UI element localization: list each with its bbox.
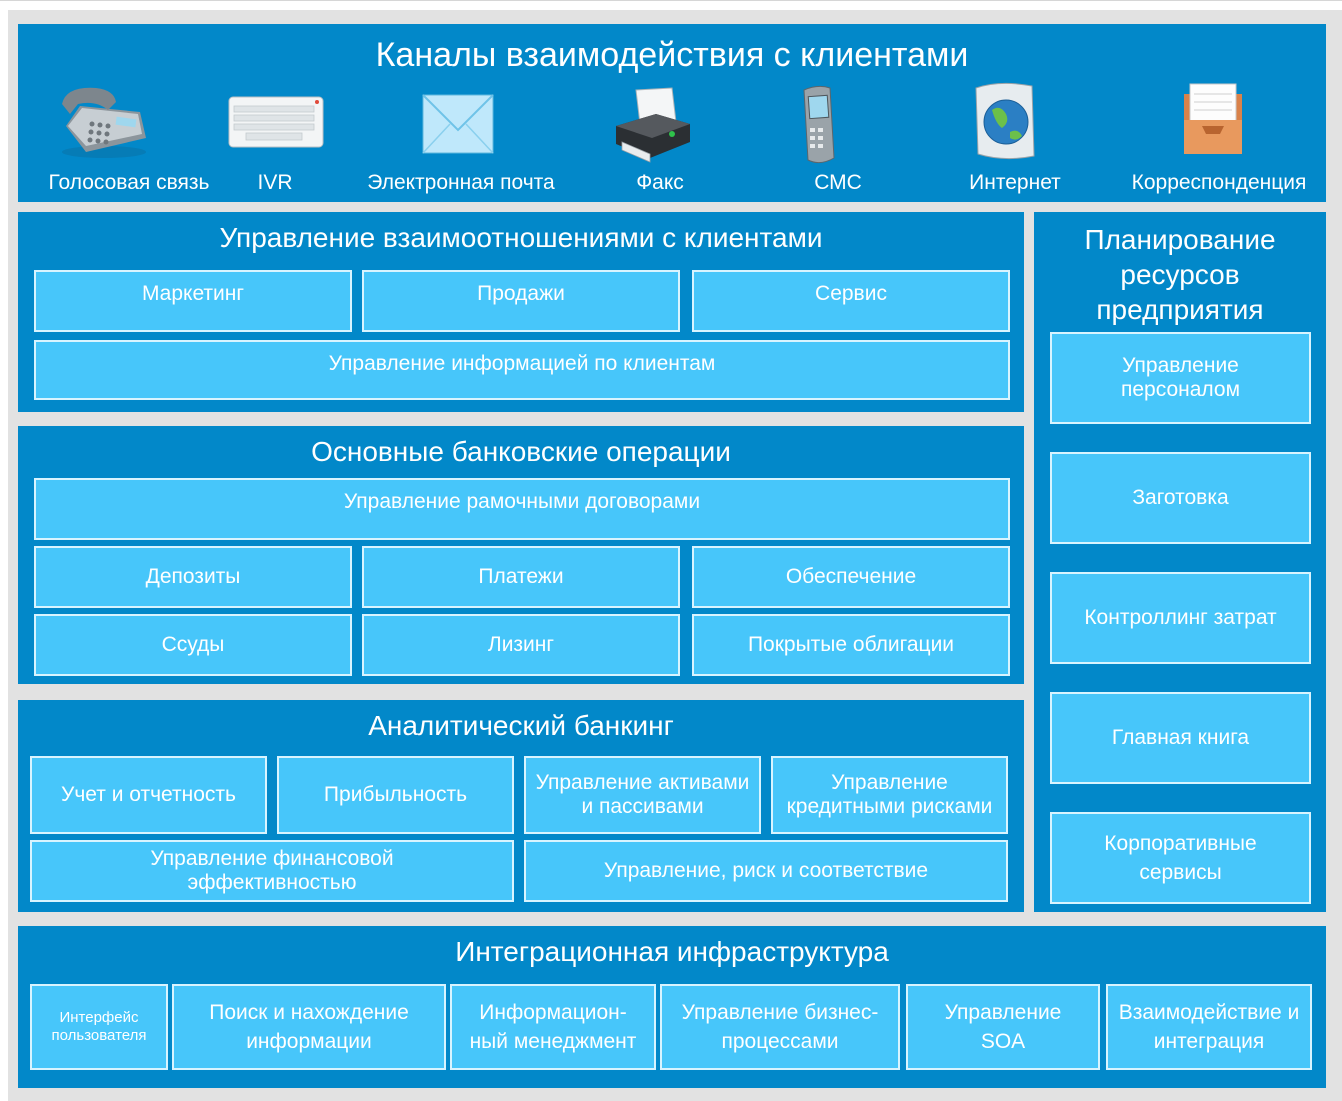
channel-label-voice: Голосовая связь [48,171,210,194]
core-leasing-box: Лизинг [362,614,680,676]
core-deposits-box: Депозиты [34,546,352,608]
erp-title: Планирование ресурсов предприятия [1084,224,1276,325]
erp-cost-controlling-box: Контроллинг затрат [1050,572,1311,664]
analytics-grc-box: Управление, риск и соответствие [524,840,1008,902]
erp-hr-box: Управление персоналом [1050,332,1311,424]
integration-ui-box: Интерфейс пользователя [30,984,168,1070]
channel-label-correspondence: Корреспонденция [1131,171,1307,194]
erp-procurement-box: Заготовка [1050,452,1311,544]
channel-label-email: Электронная почта [367,171,555,194]
core-loans-box: Ссуды [34,614,352,676]
analytics-financial-performance-box: Управление финансовой эффективностью [30,840,514,902]
crm-marketing-box: Маркетинг [34,270,352,332]
core-framework-box: Управление рамочными договорами [34,478,1010,540]
integration-information-mgmt-box: Информацион-ный менеджмент [450,984,656,1070]
globe-icon [975,82,1035,160]
fax-icon [616,87,690,163]
integration-title: Интеграционная инфраструктура [455,936,889,967]
analytics-title: Аналитический банкинг [368,710,674,741]
analytics-credit-risk-box: Управление кредитными рисками [771,756,1008,834]
integration-bpm-box: Управление бизнес-процессами [660,984,900,1070]
channels-title: Каналы взаимодействия с клиентами [375,36,969,74]
core-covered-bonds-box: Покрытые облигации [692,614,1010,676]
crm-service-box: Сервис [692,270,1010,332]
envelope-icon [422,94,494,154]
integration-soa-box: Управление SOA [906,984,1100,1070]
mobile-phone-icon [803,85,835,164]
erp-general-ledger-box: Главная книга [1050,692,1311,784]
integration-interop-box: Взаимодействие и интеграция [1106,984,1312,1070]
phone-icon [62,87,146,158]
channel-label-ivr: IVR [257,171,293,194]
inbox-tray-icon [1184,83,1242,154]
erp-corporate-services-box: Корпоративные сервисы [1050,812,1311,904]
keyboard-icon [228,96,324,148]
core-banking-title: Основные банковские операции [311,436,731,467]
channel-label-fax: Факс [636,171,684,194]
erp-panel: Планирование ресурсов предприятия [1034,212,1326,912]
channel-label-internet: Интернет [969,171,1061,194]
integration-search-box: Поиск и нахождение информации [172,984,446,1070]
top-rule [0,0,1342,13]
channel-label-sms: СМС [814,171,862,194]
analytics-profitability-box: Прибыльность [277,756,514,834]
core-collateral-box: Обеспечение [692,546,1010,608]
analytics-alm-box: Управление активами и пассивами [524,756,761,834]
crm-sales-box: Продажи [362,270,680,332]
analytics-accounting-box: Учет и отчетность [30,756,267,834]
crm-title: Управление взаимоотношениями с клиентами [219,222,823,253]
core-payments-box: Платежи [362,546,680,608]
crm-customer-info-box: Управление информацией по клиентам [34,340,1010,400]
